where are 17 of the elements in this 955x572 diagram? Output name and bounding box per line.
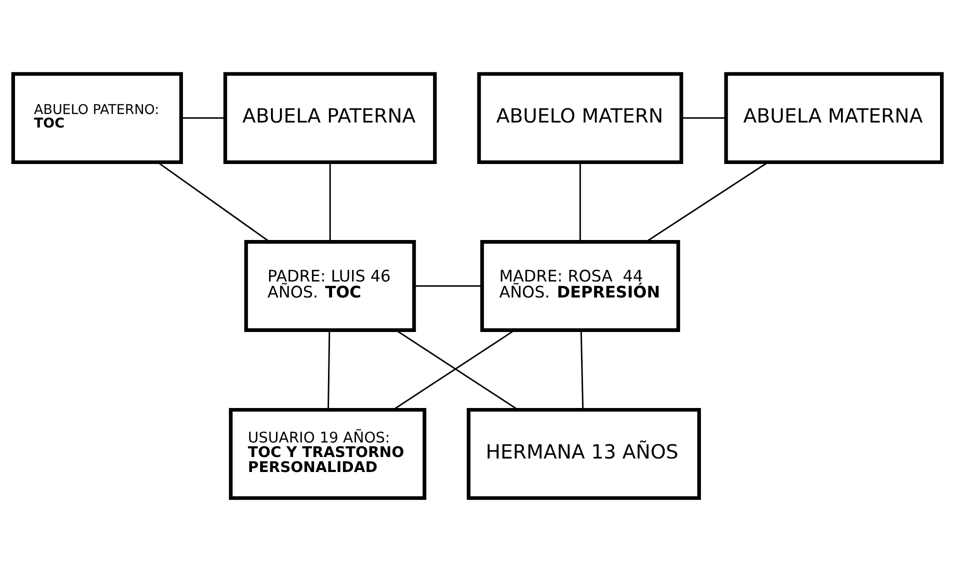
- connector: [579, 162, 581, 242]
- node-box: ABUELO PATERNO: TOC: [11, 72, 183, 164]
- node-box: ABUELA PATERNA: [223, 72, 437, 164]
- node-box: ABUELO MATERN: [477, 72, 684, 164]
- connector: [414, 285, 482, 287]
- connector: [328, 330, 330, 410]
- node-box: PADRE: LUIS 46 AÑOS. TOC: [244, 240, 416, 332]
- node-box: ABUELA MATERNA: [724, 72, 944, 164]
- connector: [646, 162, 768, 242]
- connector: [580, 330, 584, 410]
- node-box: MADRE: ROSA 44 AÑOS. DEPRESIÓN: [480, 240, 680, 332]
- connector: [329, 162, 331, 242]
- connector: [682, 117, 726, 119]
- connector: [181, 117, 225, 119]
- connector: [157, 162, 270, 242]
- node-box: USUARIO 19 AÑOS: TOC Y TRASTORNO PERSONALIDAD: [228, 408, 426, 500]
- node-box: HERMANA 13 AÑOS: [466, 408, 701, 500]
